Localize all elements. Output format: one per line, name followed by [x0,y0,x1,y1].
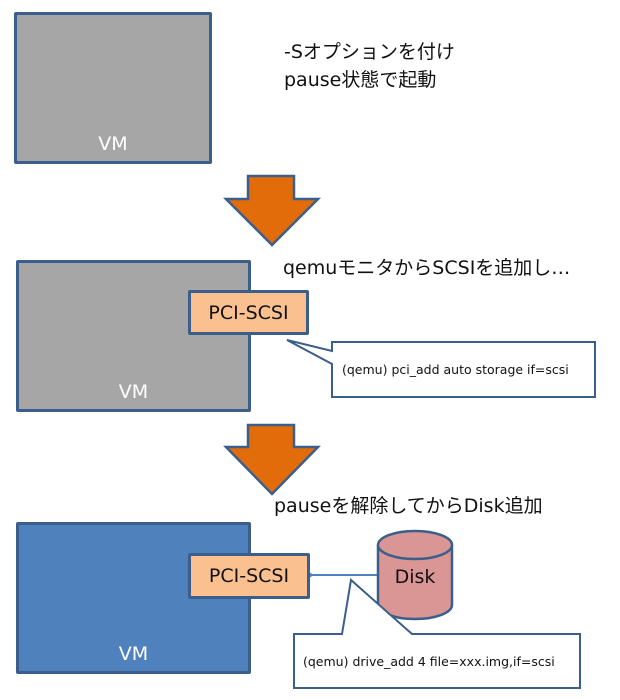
disk-icon [376,529,454,621]
step-caption: qemuモニタからSCSIを追加し… [283,257,571,279]
vm-label: VM [118,643,149,665]
callout-command: (qemu) pci_add auto storage if=scsi [342,362,569,377]
vm-box: VM [16,260,251,412]
pci-scsi-device: PCI-SCSI [188,290,309,335]
callout-bubble [286,339,596,398]
caption-line: -Sオプションを付け [284,41,455,63]
down-arrow-icon [222,174,322,247]
disk-label: Disk [394,566,436,588]
caption-line: pause状態で起動 [284,69,437,91]
step-caption: pauseを解除してからDisk追加 [274,495,543,517]
pci-scsi-device: PCI-SCSI [188,553,310,599]
callout-bubble [293,578,581,689]
step-caption: -Sオプションを付け pause状態で起動 [284,38,455,94]
vm-label: VM [98,133,128,155]
vm-label: VM [118,381,149,403]
vm-box: VM [14,12,212,164]
callout-command: (qemu) drive_add 4 file=xxx.img,if=scsi [303,654,555,669]
down-arrow-icon [223,423,321,496]
